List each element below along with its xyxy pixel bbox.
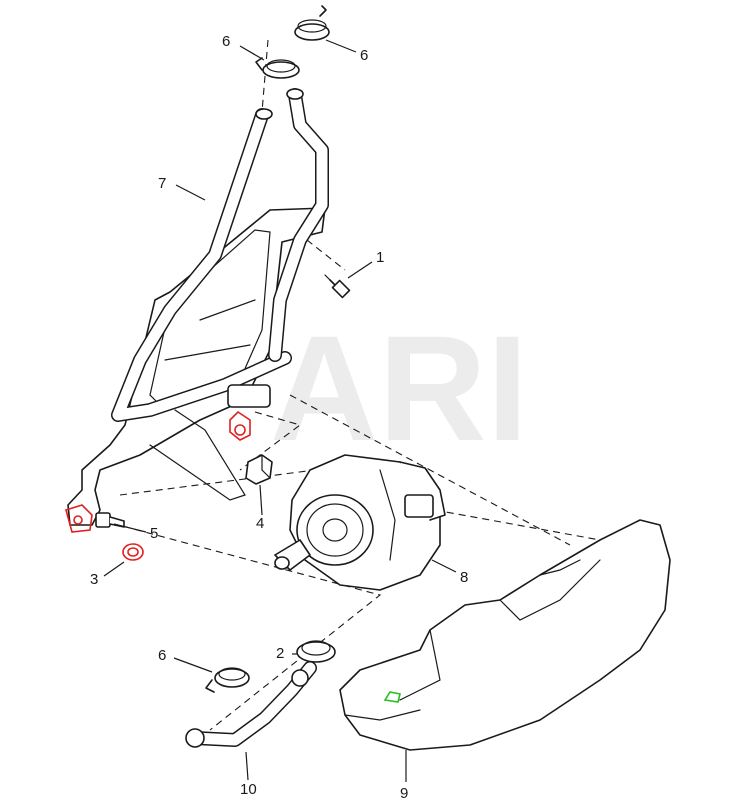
washer-3[interactable]: [122, 543, 144, 561]
leader-lines: [103, 39, 457, 782]
callout-6-top-left: 6: [222, 33, 230, 50]
callout-6-lower: 6: [158, 647, 166, 664]
hose-clip-2[interactable]: [296, 640, 336, 663]
bolt-1[interactable]: [324, 274, 351, 299]
callout-1: 1: [376, 249, 384, 266]
hose-clip-6-top-right[interactable]: [294, 5, 330, 41]
clip-4[interactable]: [245, 454, 273, 485]
bracket-clip-highlight: [229, 410, 251, 441]
callout-3: 3: [90, 571, 98, 588]
callout-7: 7: [158, 175, 166, 192]
callout-9: 9: [400, 785, 408, 802]
watermark: ARI: [270, 304, 528, 472]
cover-shroud-9[interactable]: [339, 519, 671, 751]
callout-4: 4: [256, 515, 264, 532]
pump-assembly-8[interactable]: [274, 454, 446, 591]
callout-8: 8: [460, 569, 468, 586]
callout-2: 2: [276, 645, 284, 662]
callout-5: 5: [150, 525, 158, 542]
hose-clip-6-top-left[interactable]: [255, 57, 300, 79]
mount-foot-highlight: [65, 504, 93, 533]
hose-10[interactable]: [185, 661, 317, 748]
callout-labels: 6 6 7 1 4 5 3 8 6 2 10 9: [90, 33, 468, 802]
callout-10: 10: [240, 781, 257, 798]
bolt-5[interactable]: [95, 512, 125, 528]
hose-clip-6-lower[interactable]: [205, 667, 250, 693]
callout-6-top-right: 6: [360, 47, 368, 64]
coolant-pipe-bracket-7[interactable]: [67, 88, 329, 526]
